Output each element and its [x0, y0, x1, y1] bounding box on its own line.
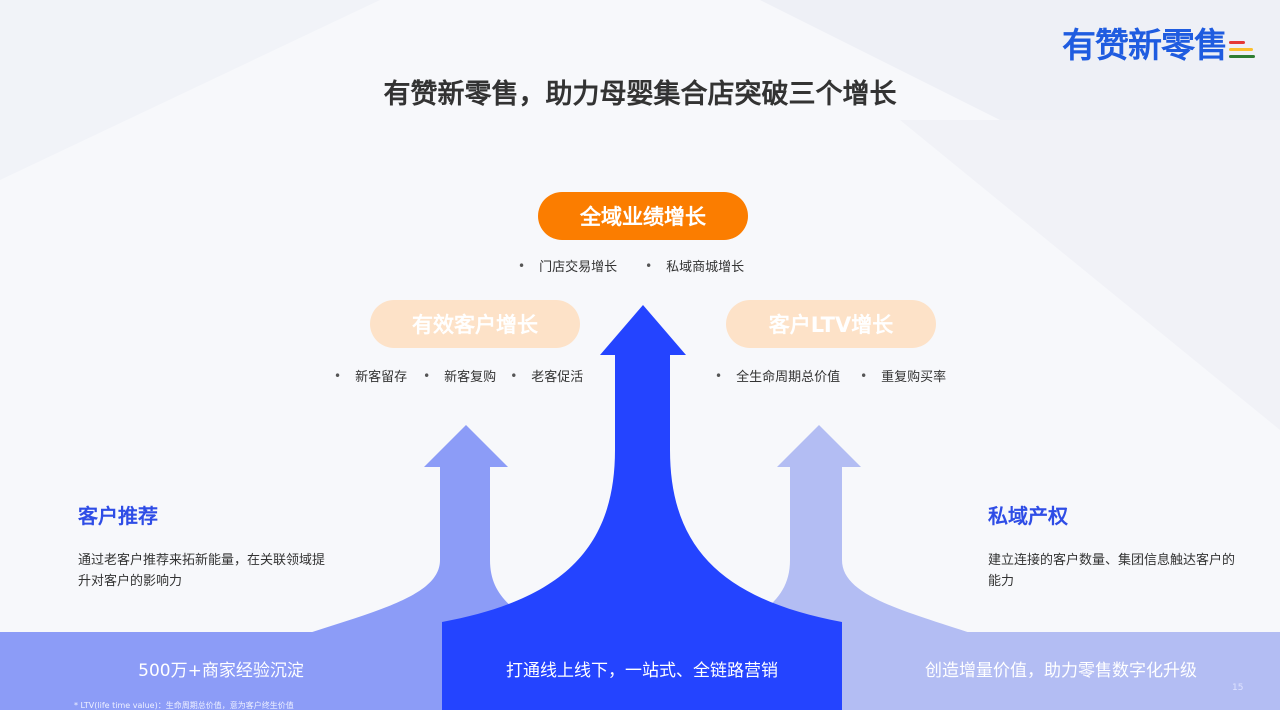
bottom-band-middle: 打通线上线下，一站式、全链路营销 — [442, 632, 842, 710]
left-arrow — [300, 425, 560, 636]
bullet-item: •全生命周期总价值 — [715, 368, 841, 386]
growth-main-bullets: •门店交易增长 •私域商城增长 — [518, 256, 745, 276]
bullet-item: •门店交易增长 — [518, 258, 618, 276]
right-panel-title: 私域产权 — [988, 504, 1068, 528]
main-arrow — [442, 305, 842, 710]
growth-left-bullets: •新客留存 •新客复购 •老客促活 — [334, 366, 584, 386]
bottom-left-text: 500万+商家经验沉淀 — [138, 660, 304, 681]
page-title: 有赞新零售，助力母婴集合店突破三个增长 — [383, 79, 897, 110]
growth-right-bullets: •全生命周期总价值 •重复购买率 — [715, 366, 947, 386]
bottom-middle-text: 打通线上线下，一站式、全链路营销 — [506, 660, 778, 681]
bottom-band-right: 创造增量价值，助力零售数字化升级 — [842, 632, 1280, 710]
footnote: * LTV(life time value)：生命周期总价值，意为客户终生价值 — [74, 701, 294, 710]
bullet-item: •新客留存 — [334, 368, 408, 386]
left-panel-desc: 通过老客户推荐来拓新能量，在关联领域提升对客户的影响力 — [78, 553, 326, 589]
growth-right-pill: 客户LTV增长 — [726, 300, 936, 348]
left-panel-title: 客户推荐 — [78, 504, 158, 528]
bullet-item: •重复购买率 — [860, 368, 947, 386]
growth-main-pill: 全域业绩增长 — [538, 192, 748, 240]
logo-text: 有赞新零售 — [1062, 26, 1228, 66]
logo-bar-yellow — [1229, 47, 1253, 51]
bottom-band-left: 500万+商家经验沉淀 — [0, 632, 442, 710]
logo-bar-green — [1229, 54, 1255, 58]
right-panel-desc: 建立连接的客户数量、集团信息触达客户的能力 — [988, 553, 1236, 589]
growth-left-pill: 有效客户增长 — [370, 300, 580, 348]
brand-logo: 有赞新零售 — [1062, 24, 1255, 68]
bullet-item: •老客促活 — [510, 368, 584, 386]
bullet-item: •私域商城增长 — [645, 258, 745, 276]
bullet-item: •新客复购 — [423, 368, 497, 386]
logo-bars — [1229, 40, 1255, 58]
right-arrow — [720, 425, 980, 636]
page-number: 15 — [1232, 683, 1244, 693]
bottom-right-text: 创造增量价值，助力零售数字化升级 — [925, 660, 1197, 681]
logo-bar-red — [1229, 40, 1245, 44]
